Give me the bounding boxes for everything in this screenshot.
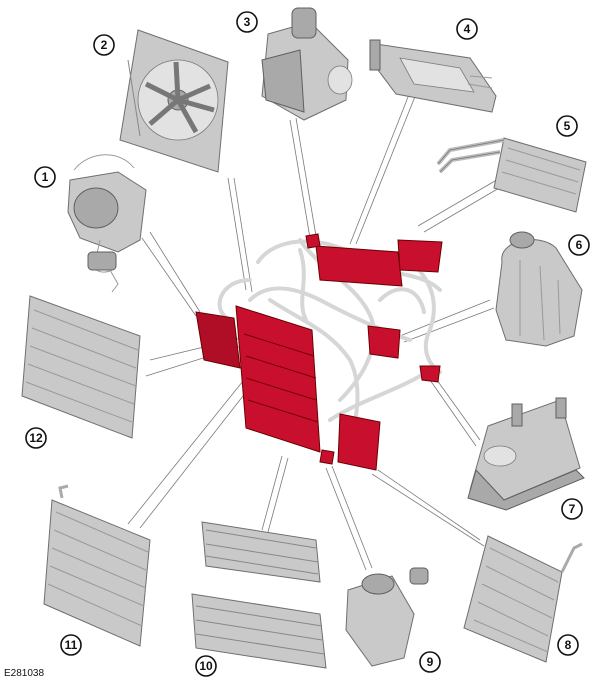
part-3-coolant-pump [261,7,353,121]
part-6-expansion-tank [495,231,583,347]
callout-6: 6 [568,234,590,256]
svg-text:1: 1 [42,170,49,184]
reference-code: E281038 [4,668,44,679]
callout-10: 10 [195,655,217,677]
callout-2: 2 [93,34,115,56]
callout-4: 4 [456,18,478,40]
svg-text:4: 4 [464,22,471,36]
callout-11: 11 [60,634,82,656]
part-9-aux-pump [345,567,429,667]
svg-text:11: 11 [65,638,78,652]
part-7-oil-cooler [467,397,585,511]
callout-3: 3 [236,11,258,33]
svg-text:3: 3 [244,15,251,29]
part-10-shutters [191,521,327,669]
callout-8: 8 [557,634,579,656]
part-1-valve-assembly [67,154,147,293]
part-12-radiator [21,295,141,439]
callout-12: 12 [25,427,47,449]
part-2-fan-shroud [119,29,229,173]
part-8-condenser [463,535,583,663]
part-5-heater-core [436,137,587,213]
svg-text:7: 7 [569,502,576,516]
svg-text:5: 5 [564,119,571,133]
svg-text:6: 6 [576,238,583,252]
callout-5: 5 [556,115,578,137]
svg-text:2: 2 [101,38,108,52]
svg-text:10: 10 [199,659,213,673]
callout-7: 7 [561,498,583,520]
callout-9: 9 [419,651,441,673]
svg-text:12: 12 [29,431,43,445]
part-11-radiator [43,484,151,647]
central-assembly [195,233,443,471]
part-4-module [369,39,497,113]
svg-text:8: 8 [565,638,572,652]
callout-1: 1 [34,166,56,188]
svg-text:9: 9 [427,655,434,669]
